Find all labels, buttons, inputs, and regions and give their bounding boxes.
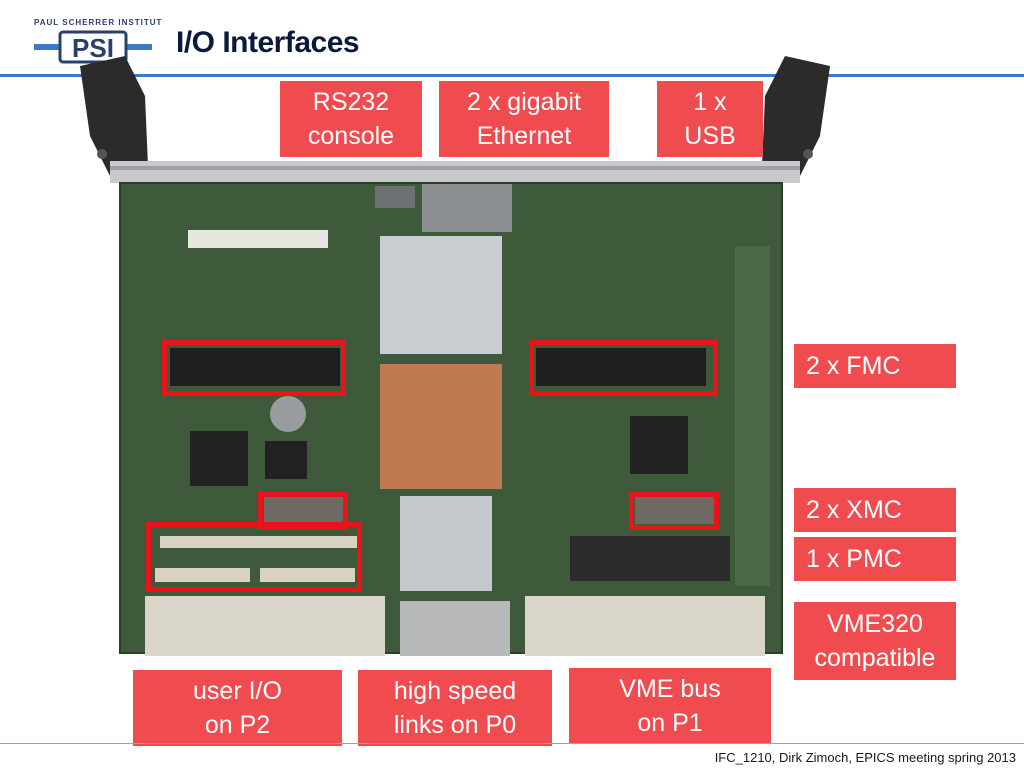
logo-mark: PSI — [72, 33, 114, 63]
page-title: I/O Interfaces — [176, 26, 360, 59]
user-io-callout: user I/O on P2 — [133, 670, 342, 746]
fmc-callout: 2 x FMC — [794, 344, 956, 388]
fmc-highlight-left — [162, 340, 346, 396]
header-rule — [0, 74, 1024, 77]
fmc-highlight-right — [529, 340, 718, 396]
xmc-callout: 2 x XMC — [794, 488, 956, 532]
gigabit-ethernet-callout: 2 x gigabit Ethernet — [439, 81, 609, 157]
logo-caption: PAUL SCHERRER INSTITUT — [34, 18, 163, 27]
vme-bus-callout: VME bus on P1 — [569, 668, 771, 744]
psi-logo: PSI — [34, 30, 152, 64]
pmc-callout: 1 x PMC — [794, 537, 956, 581]
pmc-highlight — [146, 522, 362, 592]
high-speed-links-callout: high speed links on P0 — [358, 670, 552, 746]
slide-header: PAUL SCHERRER INSTITUT PSI I/O Interface… — [0, 0, 1024, 78]
board-photo — [80, 56, 830, 656]
usb-callout: 1 x USB — [657, 81, 763, 157]
footer-rule — [0, 743, 1024, 744]
xmc-highlight-right — [629, 492, 719, 530]
rs232-console-callout: RS232 console — [280, 81, 422, 157]
xmc-highlight-left — [258, 492, 348, 530]
footer-text: IFC_1210, Dirk Zimoch, EPICS meeting spr… — [714, 750, 1016, 765]
vme320-callout: VME320 compatible — [794, 602, 956, 680]
